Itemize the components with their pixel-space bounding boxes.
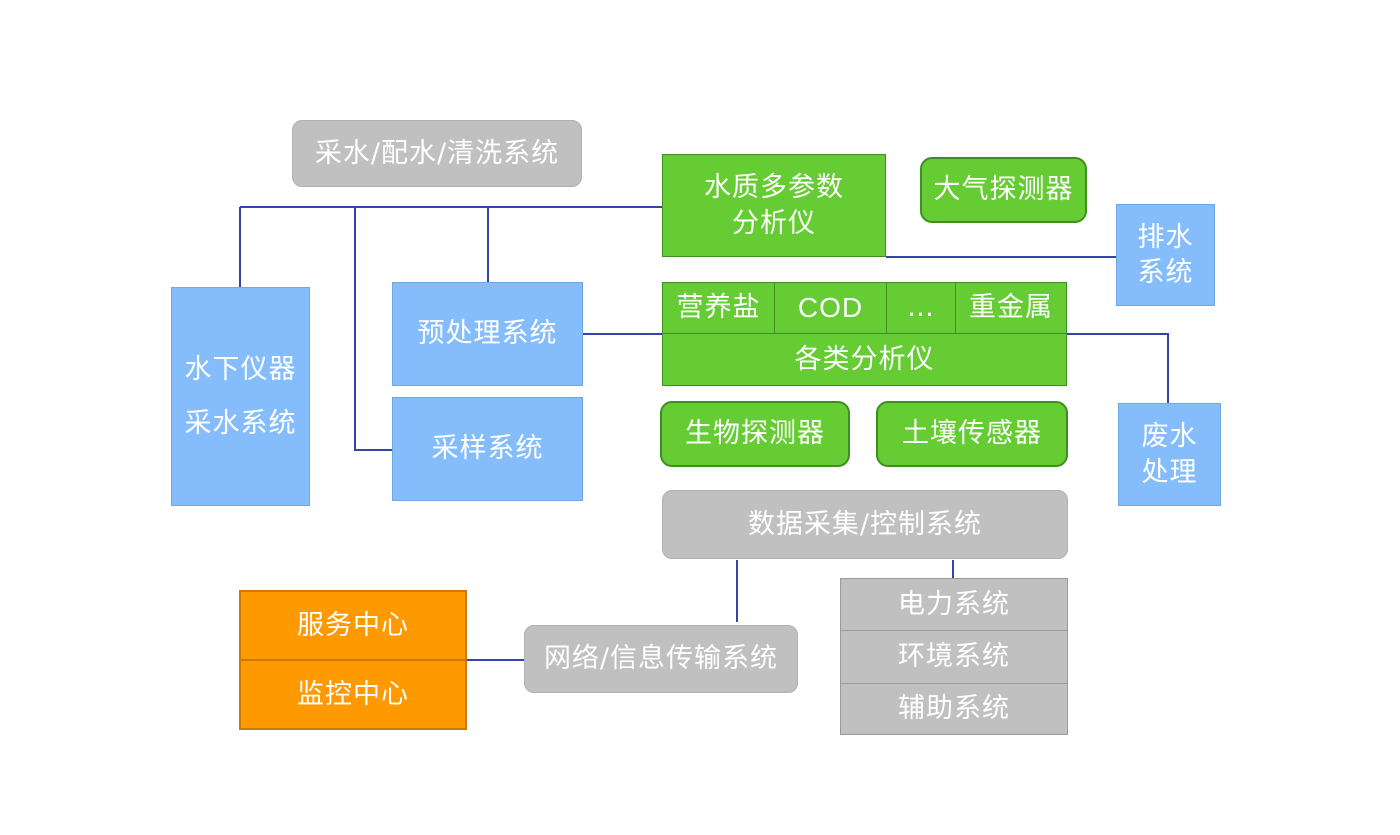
heavy-metal-label: 重金属 (969, 292, 1053, 324)
sampling-water-cleaning-system: 采水/配水/清洗系统 (292, 120, 582, 187)
water-quality-analyzer-line2: 分析仪 (732, 207, 816, 239)
all-analyzers-label: 各类分析仪 (794, 343, 935, 375)
sampling-system: 采样系统 (392, 397, 583, 501)
atmosphere-detector-label: 大气探测器 (933, 174, 1074, 206)
biological-detector-label: 生物探测器 (685, 418, 825, 450)
network-information-transmission-system: 网络/信息传输系统 (524, 625, 798, 693)
environment-system: 环境系统 (840, 630, 1068, 684)
cod-label: COD (797, 291, 864, 323)
pretreatment-system-label: 预处理系统 (417, 318, 558, 350)
soil-sensor-label: 土壤传感器 (902, 418, 1042, 450)
sampling-system-label: 采样系统 (431, 433, 544, 465)
connector-analyzers-wastewater (1067, 333, 1169, 403)
biological-detector: 生物探测器 (660, 401, 850, 467)
network-transmission-label: 网络/信息传输系统 (543, 643, 779, 675)
service-center: 服务中心 (239, 590, 467, 661)
underwater-sampling-line1: 水下仪器 (184, 353, 297, 385)
cod-cell: COD (774, 282, 887, 334)
wastewater-line2: 处理 (1141, 456, 1198, 488)
pretreatment-system: 预处理系统 (392, 282, 583, 386)
service-center-label: 服务中心 (297, 609, 409, 641)
drainage-system: 排水 系统 (1116, 204, 1215, 306)
atmosphere-detector: 大气探测器 (920, 157, 1087, 223)
ellipsis-cell: … (886, 282, 956, 334)
sampling-water-cleaning-label: 采水/配水/清洗系统 (314, 137, 560, 169)
ellipsis-label: … (907, 292, 935, 324)
wastewater-line1: 废水 (1141, 421, 1198, 453)
underwater-sampling-line2: 采水系统 (184, 407, 297, 439)
power-system: 电力系统 (840, 578, 1068, 631)
data-acquisition-label: 数据采集/控制系统 (747, 508, 983, 540)
data-acquisition-control-system: 数据采集/控制系统 (662, 490, 1068, 559)
all-analyzers-bar: 各类分析仪 (662, 333, 1067, 386)
monitoring-center: 监控中心 (239, 659, 467, 730)
power-system-label: 电力系统 (898, 588, 1010, 620)
water-quality-analyzer: 水质多参数 分析仪 (662, 154, 886, 257)
nutrient-salt-cell: 营养盐 (662, 282, 775, 334)
heavy-metal-cell: 重金属 (955, 282, 1067, 334)
soil-sensor: 土壤传感器 (876, 401, 1068, 467)
drainage-system-line2: 系统 (1137, 257, 1194, 288)
water-quality-analyzer-line1: 水质多参数 (704, 172, 844, 204)
auxiliary-system: 辅助系统 (840, 683, 1068, 735)
drainage-system-line1: 排水 (1137, 221, 1194, 253)
connector-to-sampling (354, 207, 392, 451)
monitoring-center-label: 监控中心 (297, 678, 409, 710)
wastewater-treatment: 废水 处理 (1118, 403, 1221, 506)
nutrient-salt-label: 营养盐 (676, 292, 761, 324)
auxiliary-system-label: 辅助系统 (898, 693, 1010, 725)
underwater-instrument-sampling-system: 水下仪器 采水系统 (171, 287, 310, 506)
environment-system-label: 环境系统 (898, 641, 1010, 673)
